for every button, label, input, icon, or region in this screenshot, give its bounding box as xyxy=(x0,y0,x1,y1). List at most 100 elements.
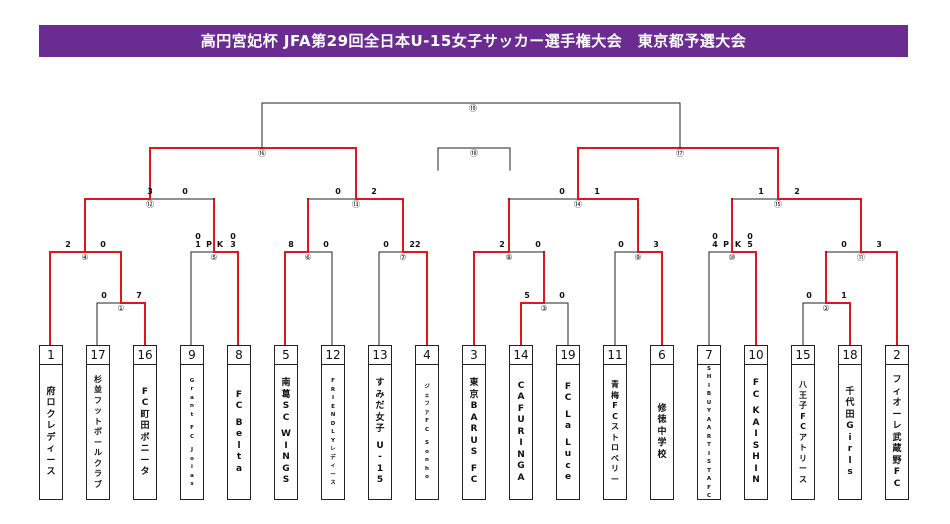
score: 1 xyxy=(758,187,764,196)
team-name-char: r xyxy=(847,444,853,454)
bracket-line-winner xyxy=(825,302,851,346)
score: 22 xyxy=(409,240,420,249)
team-name-char: N xyxy=(282,452,290,463)
team-name-char: i xyxy=(848,432,852,443)
match-number: ⑪ xyxy=(857,253,865,262)
score: 0 xyxy=(806,291,812,300)
team-seed: 14 xyxy=(510,346,532,365)
score: 2 xyxy=(65,240,71,249)
score: 2 xyxy=(499,240,505,249)
bracket-line xyxy=(802,302,827,346)
team-name-char: 徳 xyxy=(657,415,667,426)
team-name-char: o xyxy=(425,448,429,455)
team-name-char: I xyxy=(754,429,758,440)
team-name-char: F xyxy=(235,389,243,400)
score: 3 xyxy=(147,187,153,196)
team-name-char: U xyxy=(470,435,478,446)
team-name-char: リ xyxy=(799,453,807,463)
team-seed: 6 xyxy=(651,346,673,365)
team-name-char: L xyxy=(331,429,335,436)
team-name-char: n xyxy=(190,403,194,409)
team-name-char: レ xyxy=(330,446,336,453)
team-name-char: I xyxy=(707,450,711,457)
match-number: ③ xyxy=(540,304,547,313)
team-name-char: s xyxy=(847,467,853,477)
team-name-char: C xyxy=(424,426,430,433)
team-name-char: L xyxy=(565,437,571,448)
team-name-char: R xyxy=(470,424,478,435)
match-number: ⑩ xyxy=(728,253,735,262)
team-name-char: S xyxy=(470,447,478,458)
team-name-char: H xyxy=(706,374,712,380)
bracket-line-winner xyxy=(473,251,510,346)
team-name-char: e xyxy=(564,472,572,482)
score: 0 xyxy=(323,240,329,249)
team-name-char: W xyxy=(281,429,291,440)
match-number: ④ xyxy=(81,253,88,262)
team-name-char: レ xyxy=(46,421,56,431)
team-name-char: l xyxy=(237,440,241,451)
bracket-line xyxy=(190,251,215,346)
bracket-line-winner xyxy=(213,251,239,346)
team-name-char: ニ xyxy=(140,444,150,454)
team-name-char: デ xyxy=(46,432,56,443)
team-name-char: n xyxy=(425,457,429,464)
team-name-char: C xyxy=(612,411,618,421)
team-name-char: オ xyxy=(892,398,902,408)
team-name-char: G xyxy=(846,421,854,431)
team-box: 1 府ロクレディース xyxy=(39,345,63,500)
team-name-char: 子 xyxy=(799,401,807,410)
bracket-line xyxy=(543,302,569,346)
team-seed: 3 xyxy=(463,346,485,365)
match-number: ⑲ xyxy=(469,104,477,113)
team-name: 杉並フットボールクラブ xyxy=(87,368,109,497)
team-name-char: 子 xyxy=(375,424,385,435)
page-title: 高円宮妃杯 JFA第29回全日本U-15女子サッカー選手権大会 東京都予選大会 xyxy=(39,25,908,57)
team-name-char: フ xyxy=(94,395,102,405)
team-name-char: - xyxy=(378,452,382,463)
bracket-line xyxy=(307,251,333,346)
team-name-char: 千 xyxy=(845,386,855,397)
match-number: ⑨ xyxy=(634,253,641,262)
team-name-char: ス xyxy=(611,422,619,431)
team-name-char: o xyxy=(425,474,429,481)
team-name-char: C xyxy=(893,478,901,489)
team-name-char: S xyxy=(282,401,290,412)
team-name-char: C xyxy=(517,380,525,391)
bracket-line-winner xyxy=(637,251,663,346)
team-seed: 18 xyxy=(839,346,861,365)
team-name-char: u xyxy=(564,449,572,459)
team-name-char: N xyxy=(330,412,336,419)
team-name-char: F xyxy=(612,401,618,410)
team-name-char: 修 xyxy=(657,403,667,414)
pk-score: 1 xyxy=(195,240,201,249)
team-name-char: A xyxy=(706,476,712,482)
team-seed: 10 xyxy=(745,346,767,365)
team-seed: 7 xyxy=(698,346,720,365)
team-name-char: 杉 xyxy=(94,374,102,384)
team-name-char: ァ xyxy=(424,409,430,416)
team-name-char: ク xyxy=(46,409,56,420)
team-name-char: F xyxy=(331,378,335,385)
team-name-char: ェ xyxy=(424,392,430,399)
team-name-char: B xyxy=(706,391,712,397)
score: 0 xyxy=(195,232,201,241)
team-name-char: 代 xyxy=(845,398,855,408)
team-name-char: E xyxy=(331,403,335,410)
team-name-char: ー xyxy=(892,409,902,420)
team-name-char: F xyxy=(517,403,525,414)
team-name-char: C xyxy=(564,393,572,403)
team-name-char: ト xyxy=(799,443,807,452)
team-name-char: o xyxy=(190,455,194,462)
team-name-char: T xyxy=(707,442,711,448)
team-name-char: i xyxy=(191,464,193,470)
match-number: ② xyxy=(822,304,829,313)
score: 0 xyxy=(383,240,389,249)
team-name-char: ボ xyxy=(140,432,150,443)
score: 3 xyxy=(876,240,882,249)
